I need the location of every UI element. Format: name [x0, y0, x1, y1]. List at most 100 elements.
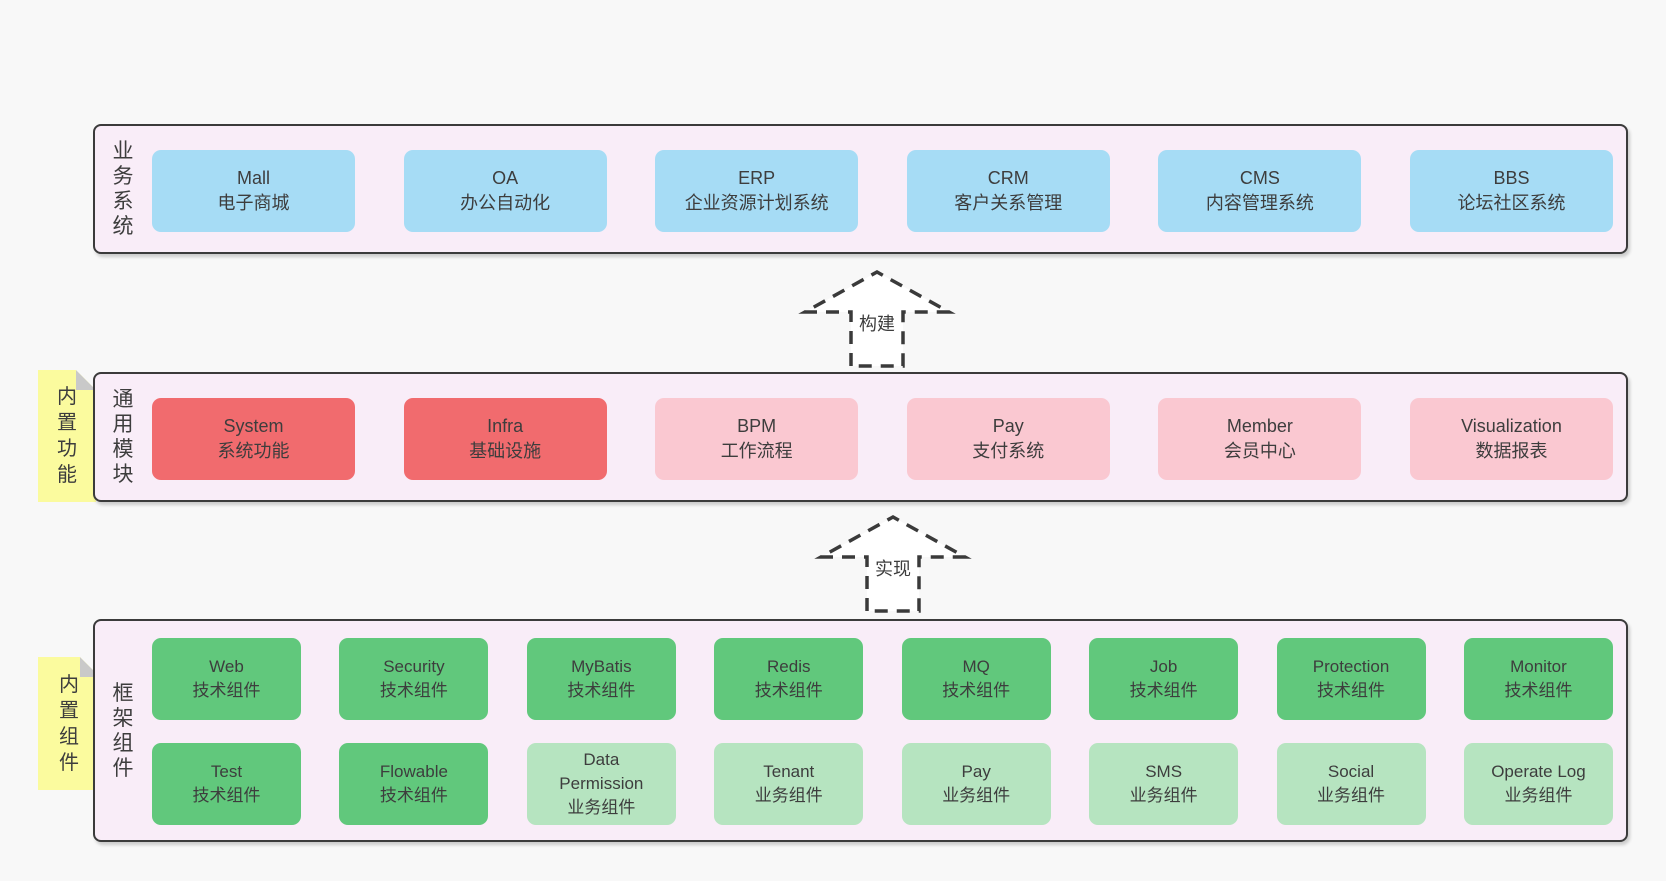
box-title: CRM	[987, 168, 1029, 188]
box-title: Tenant	[763, 762, 815, 781]
box-subtitle: 业务组件	[567, 798, 636, 817]
modules-box-row: System 系统功能 Infra 基础设施 BPM 工作流程 Pay 支付系统 Member 会…	[152, 398, 1613, 480]
diagram-box-crm: CRM 客户关系管理	[906, 150, 1110, 232]
box-subtitle: 技术组件	[192, 681, 261, 700]
diagram-box-redis: Redis 技术组件	[714, 638, 864, 720]
box-subtitle: 技术组件	[567, 681, 636, 700]
diagram-box-data-permission: Data Permission 业务组件	[526, 743, 676, 825]
box-title: Job	[1149, 657, 1178, 676]
diagram-box-system: System 系统功能	[152, 398, 355, 480]
box-subtitle: 技术组件	[379, 786, 448, 805]
diagram-box-security: Security 技术组件	[339, 638, 489, 720]
layer-common-modules: 通用模块 System 系统功能 Infra 基础设施 BPM 工作流程 Pay 支付系统 Me…	[93, 372, 1628, 502]
box-subtitle: 技术组件	[192, 786, 261, 805]
box-title: SMS	[1145, 762, 1183, 781]
box-title: CMS	[1239, 168, 1280, 188]
layer-label: 业务系统	[112, 140, 134, 238]
box-subtitle: 业务组件	[1129, 786, 1198, 805]
box-subtitle: 技术组件	[1317, 681, 1386, 700]
box-subtitle: 业务组件	[942, 786, 1011, 805]
box-title: Infra	[487, 416, 524, 436]
diagram-box-protection: Protection 技术组件	[1276, 638, 1426, 720]
diagram-box-flowable: Flowable 技术组件	[339, 743, 489, 825]
diagram-box-mybatis: MyBatis 技术组件	[526, 638, 676, 720]
sticky-note-built-in-features: 内置功能	[38, 370, 96, 502]
box-title: Redis	[767, 657, 811, 676]
box-title: Member	[1226, 416, 1293, 436]
diagram-box-operate-log: Operate Log 业务组件	[1463, 743, 1613, 825]
diagram-box-sms: SMS 业务组件	[1089, 743, 1239, 825]
box-subtitle: 会员中心	[1223, 441, 1296, 461]
box-subtitle: 技术组件	[1504, 681, 1573, 700]
box-title: Pay	[992, 416, 1024, 436]
box-title: Security	[383, 657, 445, 676]
diagram-box-mall: Mall 电子商城	[152, 150, 355, 232]
box-title: BBS	[1493, 168, 1530, 188]
box-subtitle: 支付系统	[972, 441, 1045, 461]
box-subtitle: 技术组件	[942, 681, 1011, 700]
box-title: Test	[210, 762, 243, 781]
diagram-box-job: Job 技术组件	[1089, 638, 1239, 720]
box-subtitle: 企业资源计划系统	[684, 193, 829, 213]
diagram-box-cms: CMS 内容管理系统	[1158, 150, 1362, 232]
arrow-label: 构建	[856, 309, 898, 337]
box-subtitle: 业务组件	[1504, 786, 1573, 805]
diagram-box-erp: ERP 企业资源计划系统	[655, 150, 859, 232]
diagram-box-infra: Infra 基础设施	[403, 398, 607, 480]
box-title: Web	[209, 657, 244, 676]
layer-label: 框架组件	[112, 681, 134, 780]
box-subtitle: 技术组件	[1129, 681, 1198, 700]
arrow-label: 实现	[872, 554, 914, 582]
note-label: 内置功能	[57, 386, 77, 486]
layer-label: 通用模块	[112, 388, 134, 486]
box-title: OA	[492, 168, 519, 188]
box-title: Pay	[961, 762, 991, 781]
box-title: MyBatis	[571, 657, 632, 676]
box-title: Operate Log	[1491, 762, 1586, 781]
box-subtitle: 电子商城	[217, 193, 290, 213]
box-subtitle: 数据报表	[1475, 441, 1548, 461]
box-subtitle: 论坛社区系统	[1457, 193, 1566, 213]
diagram-box-visualization: Visualization 数据报表	[1409, 398, 1613, 480]
diagram-box-oa: OA 办公自动化	[403, 150, 607, 232]
box-subtitle: 内容管理系统	[1205, 193, 1314, 213]
diagram-box-bpm: BPM 工作流程	[655, 398, 859, 480]
business-box-row: Mall 电子商城 OA 办公自动化 ERP 企业资源计划系统 CRM 客户关系管理 CMS 内容…	[152, 150, 1613, 232]
box-subtitle: 客户关系管理	[954, 193, 1063, 213]
box-title: Visualization	[1461, 416, 1562, 436]
box-subtitle: 系统功能	[217, 441, 290, 461]
box-title: MQ	[962, 657, 990, 676]
box-subtitle: 业务组件	[754, 786, 823, 805]
diagram-box-test: Test 技术组件	[152, 743, 301, 825]
layer-business-systems: 业务系统 Mall 电子商城 OA 办公自动化 ERP 企业资源计划系统 CRM 客户关系管理…	[93, 124, 1628, 254]
arrow-build: 构建	[798, 268, 956, 368]
box-title: Protection	[1312, 657, 1390, 676]
diagram-box-tenant: Tenant 业务组件	[714, 743, 864, 825]
box-subtitle: 技术组件	[379, 681, 448, 700]
box-title: Flowable	[379, 762, 448, 781]
box-title: Data Permission	[559, 750, 644, 793]
box-subtitle: 技术组件	[754, 681, 823, 700]
box-title: BPM	[737, 416, 777, 436]
sticky-note-built-in-components: 内置组件	[38, 657, 100, 790]
box-title: ERP	[738, 168, 776, 188]
box-subtitle: 工作流程	[720, 441, 793, 461]
diagram-box-monitor: Monitor 技术组件	[1463, 638, 1613, 720]
diagram-box-web: Web 技术组件	[152, 638, 301, 720]
note-label: 内置组件	[59, 673, 79, 774]
box-title: Social	[1327, 762, 1375, 781]
box-subtitle: 基础设施	[469, 441, 542, 461]
diagram-box-mq: MQ 技术组件	[901, 638, 1051, 720]
box-subtitle: 办公自动化	[460, 193, 551, 213]
diagram-box-pay: Pay 业务组件	[901, 743, 1051, 825]
diagram-box-bbs: BBS 论坛社区系统	[1409, 150, 1613, 232]
box-title: Monitor	[1510, 657, 1567, 676]
arrow-implement: 实现	[814, 513, 972, 613]
box-title: Mall	[236, 168, 270, 188]
box-title: System	[223, 416, 284, 436]
diagram-box-member: Member 会员中心	[1158, 398, 1362, 480]
